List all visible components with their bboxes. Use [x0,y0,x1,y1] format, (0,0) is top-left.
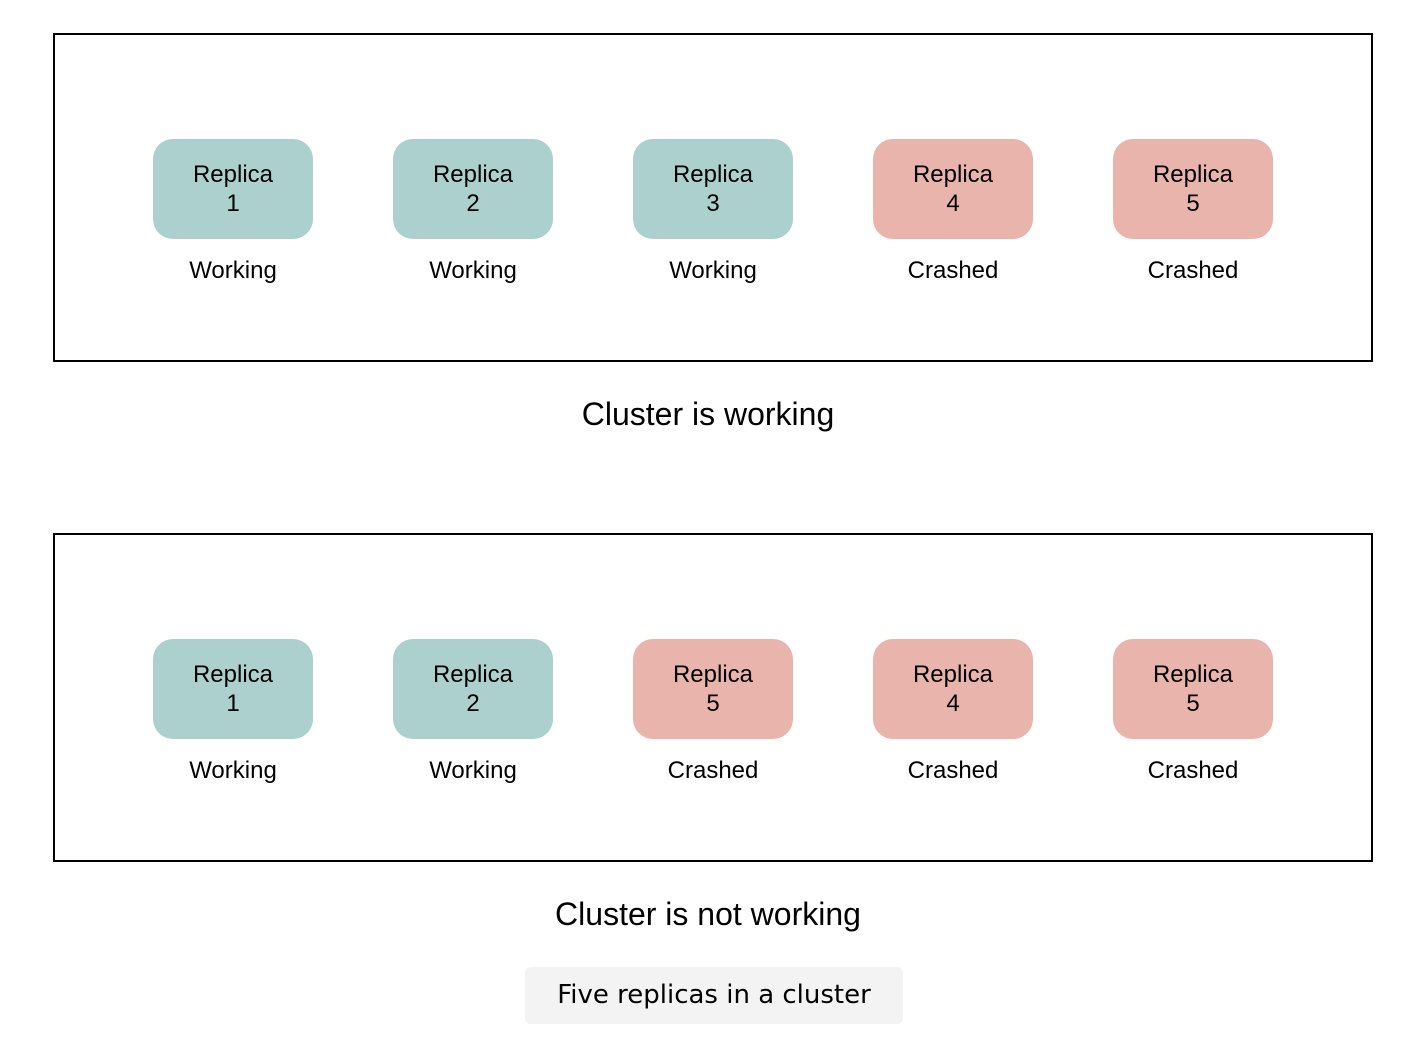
replica-number: 4 [946,690,960,717]
cluster-frame-not-working [53,533,1373,862]
replica-number: 2 [466,690,480,717]
replica-number: 1 [226,190,240,217]
replica-name: Replica [192,161,274,188]
replica-status: Crashed [907,757,999,784]
cluster-caption: Cluster is working [581,396,835,432]
replica-box: Replica 1 [153,139,313,239]
replica-number: 5 [1186,190,1200,217]
replica-status: Crashed [1147,757,1239,784]
replica-status: Working [429,757,517,784]
replica-status: Working [189,757,277,784]
replica-status: Working [429,257,517,284]
replica-status: Crashed [667,757,759,784]
replica-name: Replica [672,661,754,688]
replica-number: 3 [706,190,720,217]
replica-name: Replica [432,161,514,188]
replica-box: Replica 1 [153,639,313,739]
replica-number: 5 [706,690,720,717]
replica-box: Replica 5 [1113,639,1273,739]
replica-status: Working [189,257,277,284]
cluster-frame-working [53,33,1373,362]
replica-number: 5 [1186,690,1200,717]
replica-box: Replica 4 [873,139,1033,239]
replica-status: Working [669,257,757,284]
replica-name: Replica [1152,661,1234,688]
replica-name: Replica [912,161,994,188]
replica-status: Crashed [1147,257,1239,284]
replica-box: Replica 4 [873,639,1033,739]
replica-box: Replica 2 [393,639,553,739]
replica-box: Replica 3 [633,139,793,239]
replica-name: Replica [192,661,274,688]
replica-name: Replica [672,161,754,188]
cluster-caption: Cluster is not working [555,896,861,932]
figure-caption: Five replicas in a cluster [525,967,903,1024]
replica-number: 1 [226,690,240,717]
replica-number: 2 [466,190,480,217]
replica-name: Replica [1152,161,1234,188]
replica-box: Replica 2 [393,139,553,239]
replica-name: Replica [912,661,994,688]
replica-box: Replica 5 [633,639,793,739]
replica-box: Replica 5 [1113,139,1273,239]
replica-status: Crashed [907,257,999,284]
replica-number: 4 [946,190,960,217]
replica-name: Replica [432,661,514,688]
